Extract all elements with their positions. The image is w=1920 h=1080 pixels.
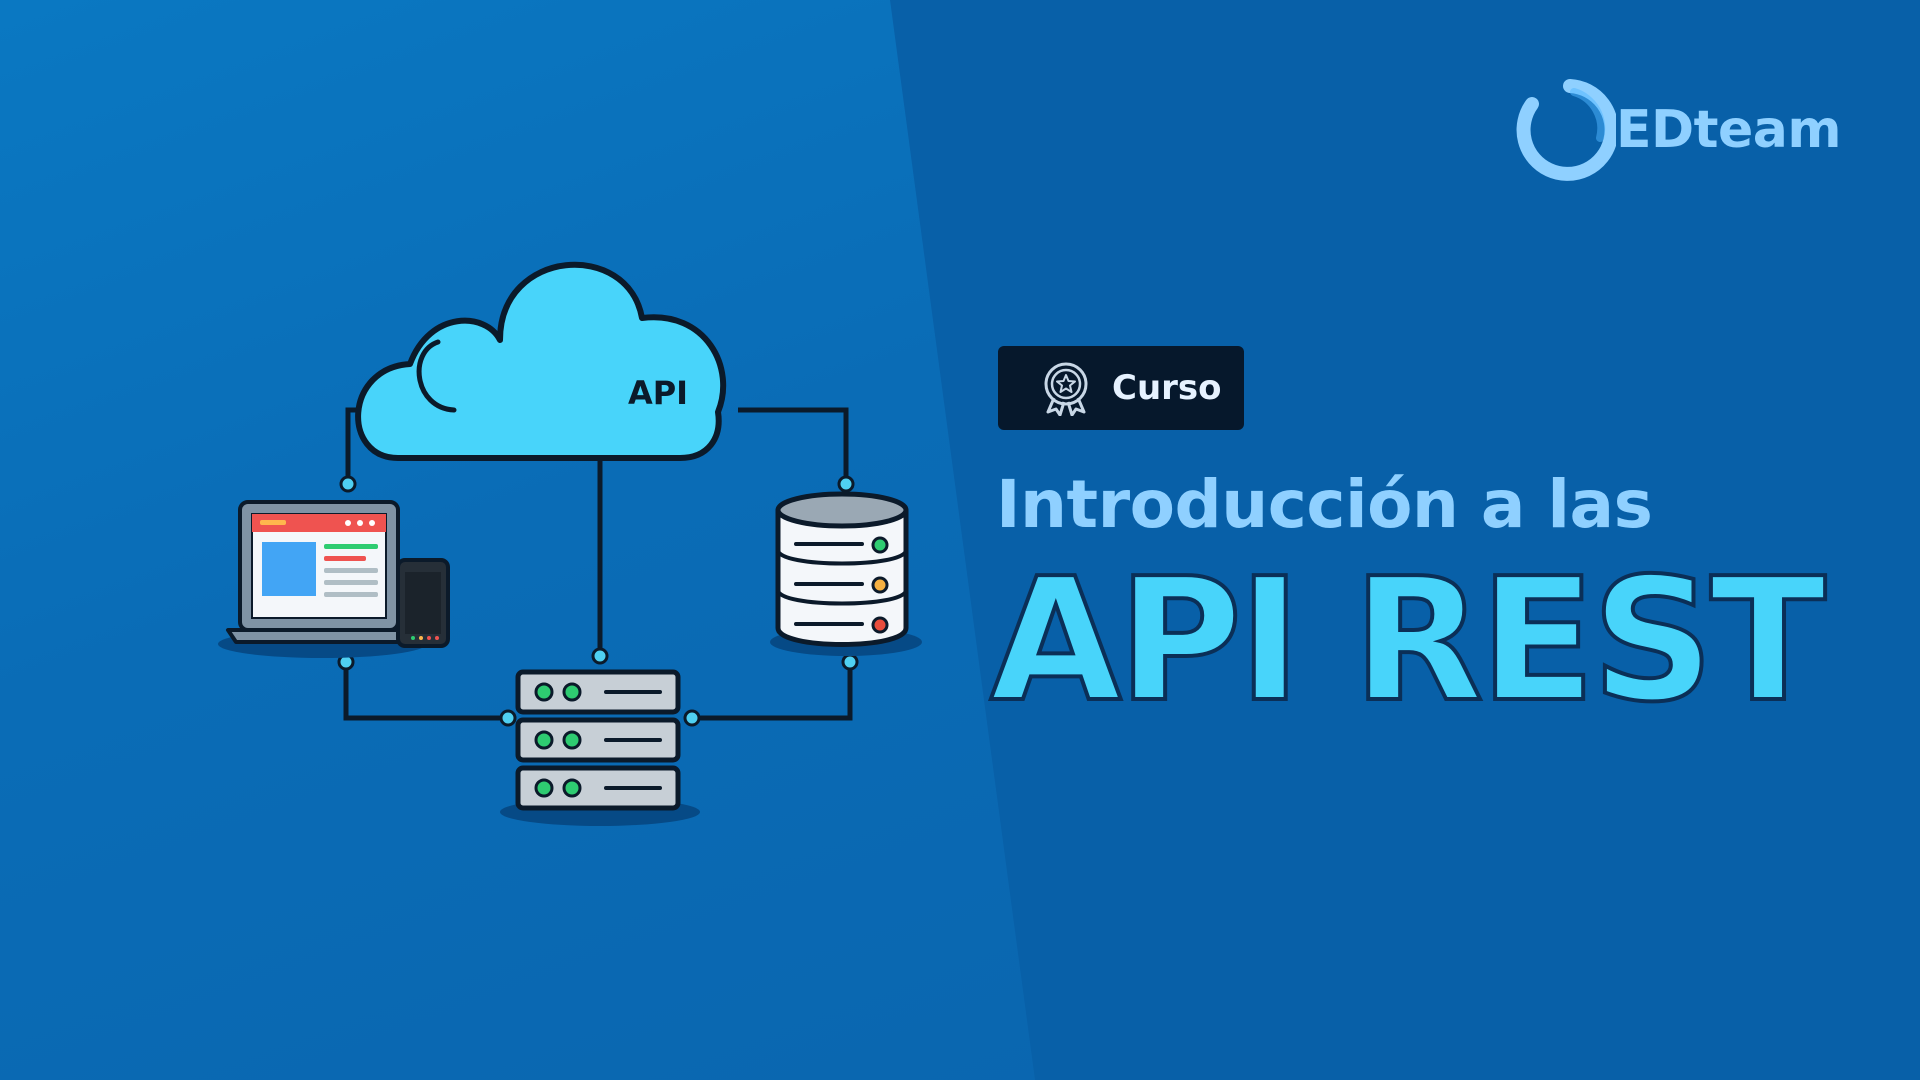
course-badge: Curso bbox=[998, 346, 1244, 430]
cloud-icon: API bbox=[355, 261, 727, 461]
connection-dots bbox=[337, 475, 859, 727]
award-medal-icon bbox=[1044, 362, 1088, 416]
headline-title: API REST bbox=[988, 542, 1828, 740]
database-icon bbox=[770, 491, 922, 656]
brand-logo[interactable]: EDteam bbox=[1512, 78, 1842, 182]
cloud-api-label: API bbox=[628, 374, 688, 412]
laptop-client-icon bbox=[218, 500, 426, 658]
phone-client-icon bbox=[396, 558, 450, 648]
server-rack-icon bbox=[500, 669, 700, 826]
badge-label: Curso bbox=[1112, 368, 1222, 408]
api-architecture-illustration: API bbox=[218, 261, 922, 826]
headline-subtitle: Introducción a las bbox=[996, 466, 1653, 543]
brand-name: EDteam bbox=[1616, 100, 1842, 160]
edteam-ring-icon bbox=[1516, 79, 1616, 181]
